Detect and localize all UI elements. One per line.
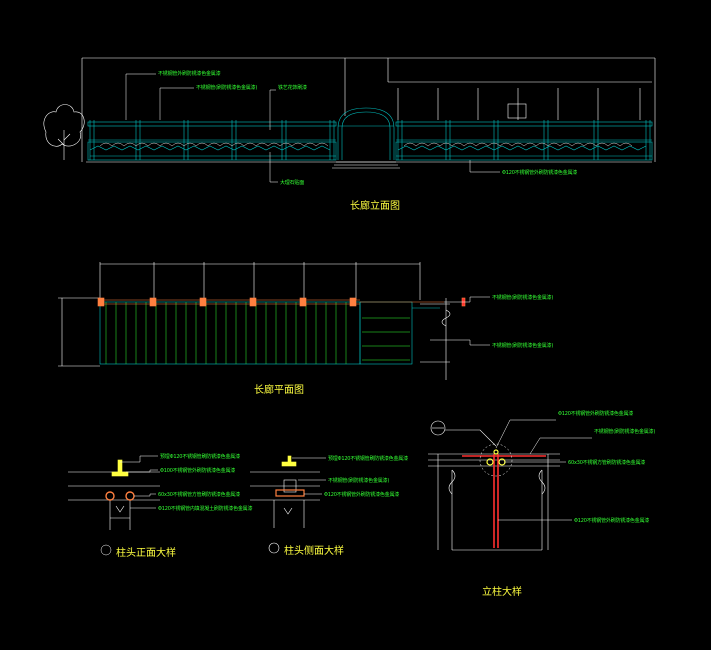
head-side-detail xyxy=(250,455,326,554)
elevation-view xyxy=(43,57,656,183)
plan-rafters xyxy=(105,302,410,364)
head-front-connector xyxy=(111,459,129,477)
column-rings xyxy=(486,449,506,466)
arch-steps xyxy=(332,161,400,169)
head-side-plate xyxy=(275,489,305,497)
elevation-note-1: 不锈钢管外刷防锈漆色金属漆 xyxy=(158,71,221,77)
column-note-3: 60x30不锈钢方管刷防锈漆色金属漆 xyxy=(568,460,646,466)
plan-note-1: 不锈钢管(刷防锈漆色金属漆) xyxy=(492,295,554,301)
pergola-plan-frame xyxy=(99,301,440,365)
head-side-note-3: Φ120不锈钢管外刷防锈漆色金属漆 xyxy=(324,492,400,498)
column-detail xyxy=(428,419,592,551)
head-front-note-3: 60x30不锈钢管方管刷防锈漆色金属漆 xyxy=(158,492,240,498)
column-detail-circle xyxy=(479,443,513,477)
hedge-outline xyxy=(99,142,633,147)
head-side-note-2: 不锈钢管(刷防锈漆色金属漆) xyxy=(328,478,390,484)
plan-leaders xyxy=(430,296,490,346)
head-front-rings xyxy=(105,491,135,501)
head-front-note-4: Φ120不锈钢管内填混凝土刷防锈漆色金属漆 xyxy=(158,506,253,512)
elevation-note-5: Φ120不锈钢管外刷防锈漆色金属漆 xyxy=(502,170,578,176)
column-note-2: 不锈钢管(刷防锈漆色金属漆) xyxy=(594,429,656,435)
elevation-note-2: 不锈钢管(刷防锈漆色金属漆) xyxy=(196,85,258,91)
tree-symbol xyxy=(43,104,85,160)
head-front-note-2: Φ100不锈钢管外刷防锈漆色金属漆 xyxy=(160,468,236,474)
column-post xyxy=(462,454,546,548)
column-note-1: Φ120不锈钢管外刷防锈漆色金属漆 xyxy=(558,411,634,417)
elevation-leaders xyxy=(125,73,500,183)
column-note-4: Φ120不锈钢管外刷防锈漆色金属漆 xyxy=(574,518,650,524)
column-detail-title: 立柱大样 xyxy=(482,587,522,598)
head-side-connector xyxy=(281,455,297,467)
head-front-detail xyxy=(68,455,160,556)
plan-dimension-lines xyxy=(58,262,451,380)
plan-view xyxy=(58,262,490,380)
head-front-note-1: 预埋Φ120不锈钢管刷防锈漆色金属漆 xyxy=(160,454,240,460)
pergola-elevation xyxy=(87,107,653,161)
head-side-title: 柱头侧面大样 xyxy=(284,546,344,557)
plan-title: 长廊平面图 xyxy=(254,385,304,396)
elevation-note-4: 大理石贴面 xyxy=(280,180,305,186)
plan-note-2: 不锈钢管(刷防锈漆色金属漆) xyxy=(492,343,554,349)
elevation-note-3: 铁艺花饰刷漆 xyxy=(278,85,307,91)
head-side-note-1: 预埋Φ120不锈钢管刷防锈漆色金属漆 xyxy=(328,456,408,462)
head-front-title: 柱头正面大样 xyxy=(116,548,176,559)
elevation-title: 长廊立面图 xyxy=(350,201,400,212)
plan-beam xyxy=(97,297,466,307)
